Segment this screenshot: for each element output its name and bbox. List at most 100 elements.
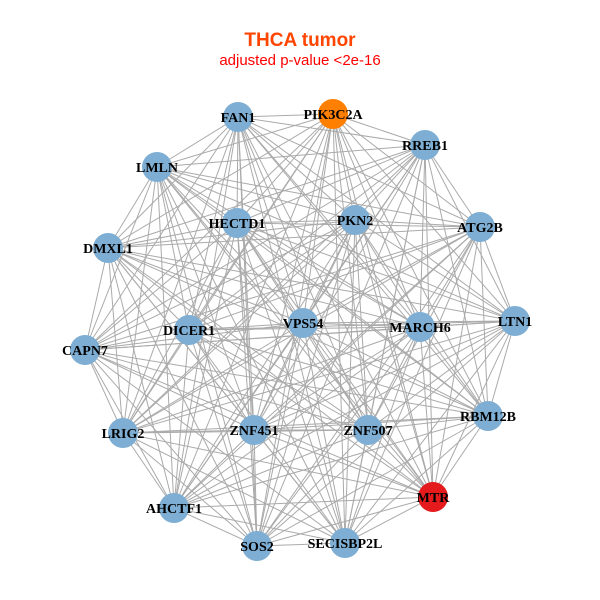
edge-MARCH6-ZNF451 (253, 326, 421, 431)
node-label: ZNF507 (344, 424, 393, 439)
edge-ZNF451-AHCTF1 (173, 429, 255, 509)
edge-PKN2-CAPN7 (84, 219, 356, 351)
edge-RREB1-LRIG2 (122, 144, 426, 434)
edge-PIK3C2A-DMXL1 (107, 113, 334, 249)
edge-PIK3C2A-ZNF451 (253, 113, 334, 431)
edges (84, 113, 516, 547)
edge-PKN2-SECISBP2L (344, 219, 356, 544)
edge-VPS54-LRIG2 (122, 322, 304, 434)
edge-ATG2B-MTR (432, 226, 481, 498)
node-dicer1 (174, 315, 204, 345)
edge-FAN1-SOS2 (237, 116, 258, 547)
edge-LRIG2-RBM12B (122, 415, 489, 434)
edge-LTN1-MTR (432, 320, 516, 498)
edge-ZNF451-SECISBP2L (253, 429, 346, 544)
edge-RREB1-DICER1 (188, 144, 426, 331)
edge-LMLN-HECTD1 (156, 166, 238, 224)
edge-PIK3C2A-LRIG2 (122, 113, 334, 434)
node-label: SECISBP2L (308, 537, 383, 552)
edge-RREB1-LMLN (156, 144, 426, 168)
edge-RBM12B-SECISBP2L (344, 415, 489, 544)
node-label: VPS54 (283, 317, 323, 332)
edge-HECTD1-RBM12B (236, 222, 489, 417)
node-lmln (142, 152, 172, 182)
edge-LTN1-LRIG2 (122, 320, 516, 434)
node-fan1 (223, 102, 253, 132)
node-mtr (418, 482, 448, 512)
node-label: LTN1 (498, 315, 533, 330)
edge-LRIG2-SOS2 (122, 432, 258, 547)
node-rreb1 (410, 130, 440, 160)
figure-title: THCA tumor (244, 30, 356, 51)
edge-FAN1-LRIG2 (122, 116, 239, 434)
edge-LMLN-RBM12B (156, 166, 489, 417)
edge-LMLN-LTN1 (156, 166, 516, 322)
edge-DMXL1-MARCH6 (107, 247, 421, 328)
node-sos2 (242, 531, 272, 561)
edge-FAN1-MTR (237, 116, 434, 498)
edge-PIK3C2A-RREB1 (332, 113, 426, 146)
edge-ZNF507-MTR (367, 429, 434, 498)
node-label: RREB1 (402, 139, 448, 154)
edge-DMXL1-AHCTF1 (107, 247, 175, 509)
edge-ATG2B-MARCH6 (419, 226, 481, 328)
edge-RREB1-HECTD1 (236, 144, 426, 224)
edge-DICER1-ZNF451 (188, 329, 255, 431)
edge-VPS54-SOS2 (256, 322, 304, 547)
node-label: CAPN7 (62, 344, 108, 359)
edge-ATG2B-LTN1 (479, 226, 516, 322)
edge-ZNF451-MTR (253, 429, 434, 498)
edge-DICER1-RBM12B (188, 329, 489, 417)
node-label: ATG2B (457, 221, 503, 236)
node-dmxl1 (93, 233, 123, 263)
edge-ZNF507-AHCTF1 (173, 429, 369, 509)
edge-LMLN-AHCTF1 (156, 166, 175, 509)
edge-MARCH6-RBM12B (419, 326, 489, 417)
node-pkn2 (340, 205, 370, 235)
node-atg2b (465, 212, 495, 242)
edge-LTN1-AHCTF1 (173, 320, 516, 509)
node-label: LRIG2 (102, 427, 145, 442)
edge-DICER1-ZNF507 (188, 329, 369, 431)
edge-FAN1-LTN1 (237, 116, 516, 322)
node-lrig2 (108, 418, 138, 448)
edge-FAN1-VPS54 (237, 116, 304, 324)
edge-PIK3C2A-LMLN (156, 113, 334, 168)
edge-LTN1-RBM12B (487, 320, 516, 417)
edge-LTN1-SECISBP2L (344, 320, 516, 544)
edge-PIK3C2A-ZNF507 (332, 113, 369, 431)
edge-RREB1-ATG2B (424, 144, 481, 228)
edge-HECTD1-DMXL1 (107, 222, 238, 249)
edge-HECTD1-PKN2 (236, 219, 356, 224)
node-znf451 (239, 415, 269, 445)
edge-PKN2-LTN1 (354, 219, 516, 322)
edge-ZNF507-SECISBP2L (344, 429, 369, 544)
edge-LTN1-SOS2 (256, 320, 516, 547)
edge-LRIG2-SECISBP2L (122, 432, 346, 544)
edge-AHCTF1-MTR (173, 496, 434, 509)
edge-RBM12B-MTR (432, 415, 489, 498)
edge-LTN1-ZNF451 (253, 320, 516, 431)
edge-MARCH6-AHCTF1 (173, 326, 421, 509)
edge-DICER1-LTN1 (188, 320, 516, 331)
node-label: MTR (417, 491, 451, 506)
edge-ATG2B-DICER1 (188, 226, 481, 331)
edge-DICER1-AHCTF1 (173, 329, 190, 509)
edge-HECTD1-LTN1 (236, 222, 516, 322)
edge-FAN1-LMLN (156, 116, 239, 168)
edge-CAPN7-SECISBP2L (84, 349, 346, 544)
edge-ZNF507-RBM12B (367, 415, 489, 431)
edge-FAN1-RBM12B (237, 116, 489, 417)
edge-LMLN-MARCH6 (156, 166, 421, 328)
edge-DMXL1-CAPN7 (84, 247, 109, 351)
edge-FAN1-RREB1 (237, 116, 426, 146)
edge-ATG2B-VPS54 (302, 226, 481, 324)
edge-ZNF507-SOS2 (256, 429, 369, 547)
edge-ATG2B-AHCTF1 (173, 226, 481, 509)
node-label: AHCTF1 (146, 502, 202, 517)
edge-DMXL1-VPS54 (107, 247, 304, 324)
edge-MARCH6-SECISBP2L (344, 326, 421, 544)
edge-LTN1-ZNF507 (367, 320, 516, 431)
edge-HECTD1-SOS2 (236, 222, 258, 547)
node-label: PKN2 (337, 214, 374, 229)
